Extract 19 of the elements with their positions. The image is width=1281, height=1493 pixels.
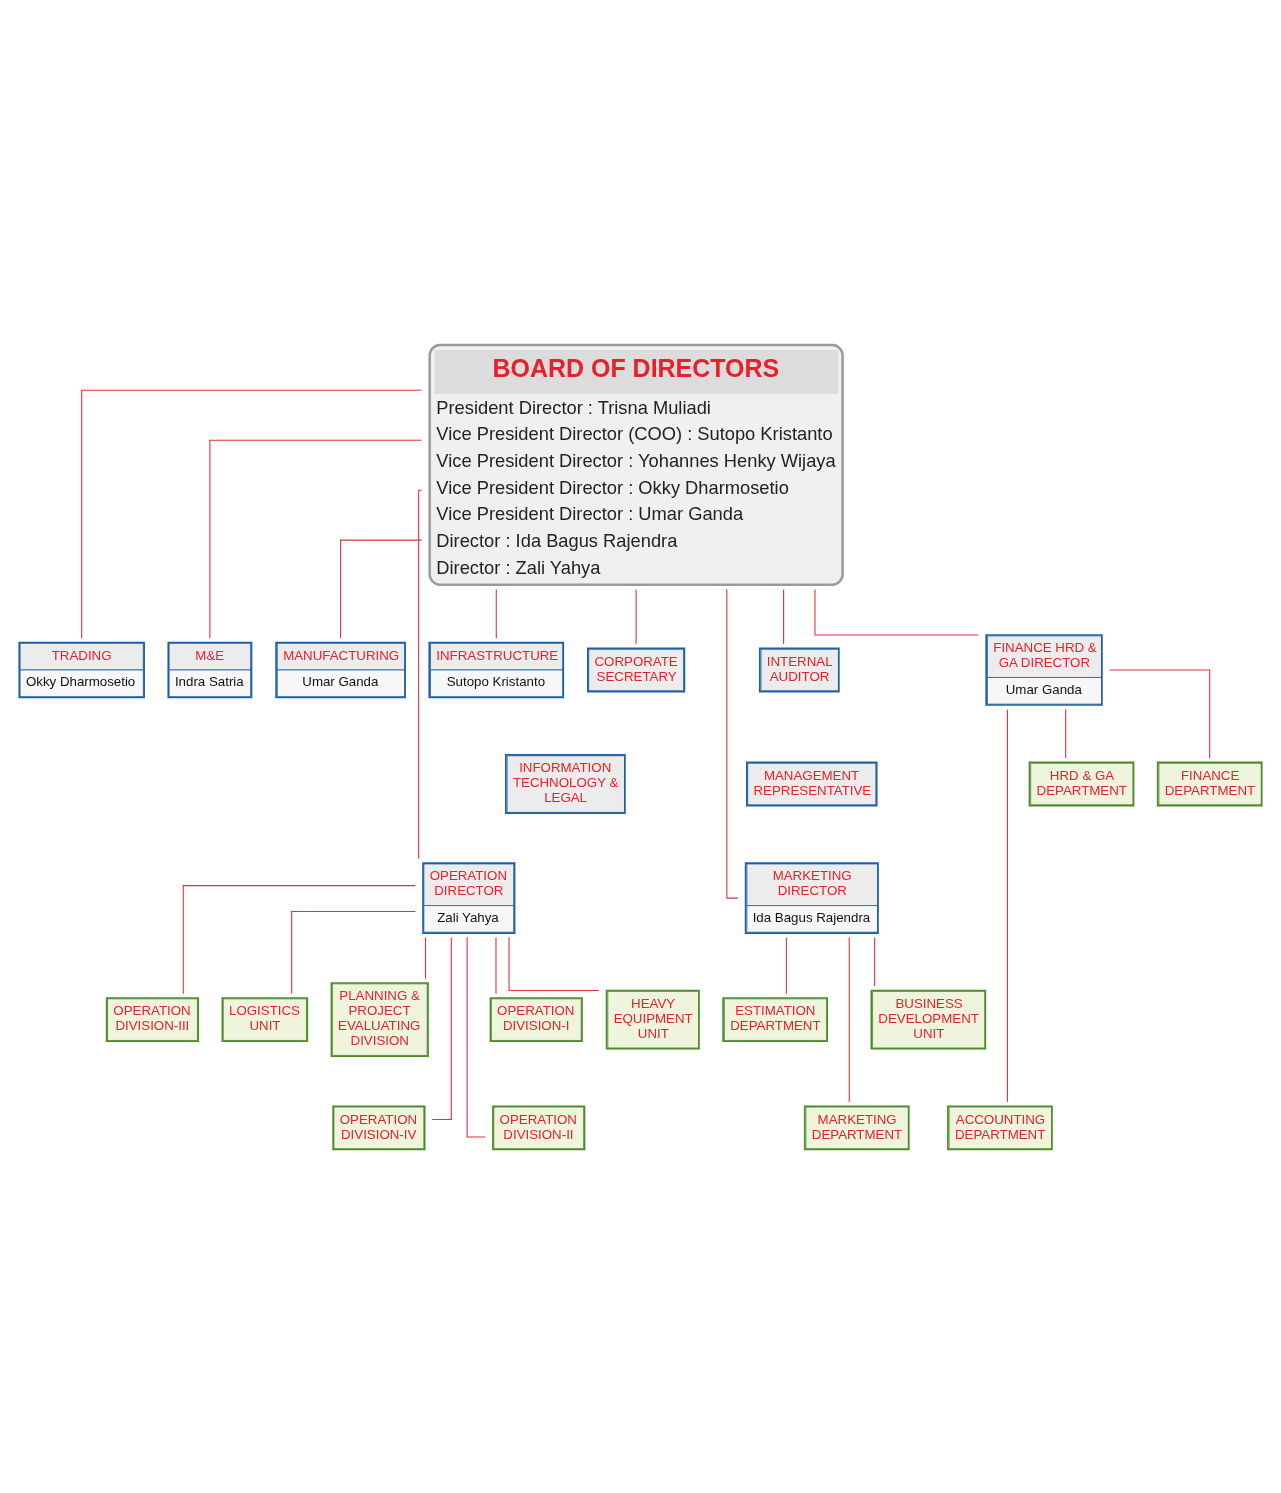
connector: [874, 936, 876, 987]
connector: [340, 539, 423, 639]
connector: [635, 588, 637, 645]
connector: [1065, 708, 1067, 759]
connector: [726, 588, 739, 899]
connector: [1006, 708, 1008, 1102]
connector: [495, 588, 497, 639]
connector: [814, 588, 979, 636]
connector: [291, 910, 416, 994]
connector: [508, 936, 600, 991]
connector: [785, 936, 787, 994]
connector: [1109, 668, 1211, 759]
connector: [209, 439, 422, 639]
connector: [848, 936, 850, 1103]
connector: [418, 489, 423, 859]
connector: [424, 936, 427, 979]
connector: [81, 389, 422, 639]
connector: [182, 884, 416, 994]
connector: [783, 588, 785, 645]
